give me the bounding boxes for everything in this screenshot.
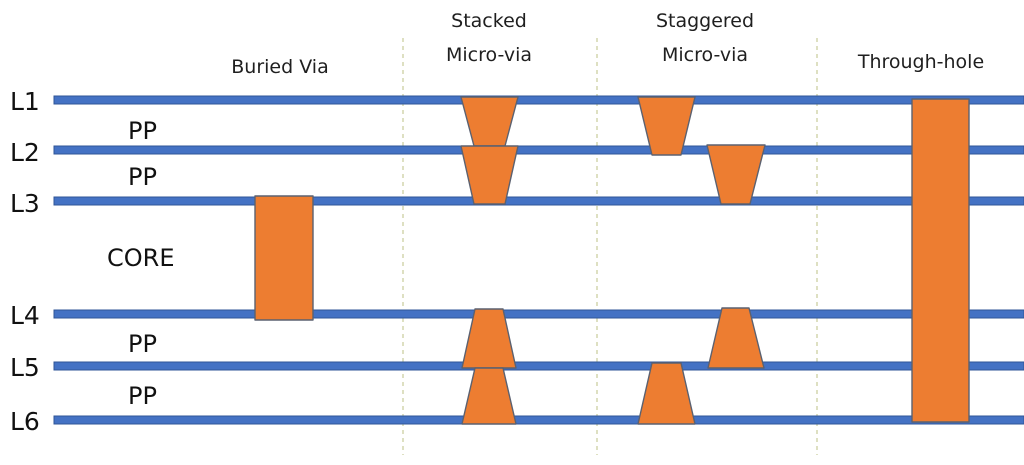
pp-label-l5-l6: PP — [128, 382, 157, 410]
copper-layers — [53, 95, 1024, 425]
stacked-heading-line1: Stacked — [451, 10, 527, 32]
layer-labels: L1 L2 L3 L4 L5 L6 — [10, 87, 40, 436]
stacked-microvia-l1-l2 — [460, 96, 519, 147]
section-dividers — [402, 38, 818, 455]
through-hole-heading: Through-hole — [857, 51, 984, 73]
pp-label-l2-l3: PP — [128, 163, 157, 191]
layer-label-l3: L3 — [10, 189, 40, 218]
stacked-microvia-l2-l3 — [460, 145, 519, 205]
layer-l3-trace — [53, 196, 1024, 206]
through-hole — [911, 98, 970, 423]
staggered-microvia-l2-l3 — [706, 144, 766, 205]
staggered-microvia-l4-l5 — [707, 307, 765, 369]
stacked-micro-via — [460, 96, 519, 425]
core-label: CORE — [107, 244, 175, 272]
layer-label-l1: L1 — [10, 87, 40, 116]
layer-label-l6: L6 — [10, 407, 40, 436]
buried-via — [254, 195, 314, 321]
layer-l4-trace — [53, 309, 1024, 319]
staggered-microvia-l1-l2 — [637, 96, 696, 156]
buried-via-heading: Buried Via — [231, 56, 328, 78]
through-hole-barrel — [911, 98, 970, 423]
layer-label-l4: L4 — [10, 301, 40, 330]
staggered-micro-via — [637, 96, 766, 425]
pp-label-l4-l5: PP — [128, 330, 157, 358]
pp-label-l1-l2: PP — [128, 117, 157, 145]
staggered-heading-line1: Staggered — [656, 10, 754, 32]
staggered-heading-line2: Micro-via — [662, 44, 748, 66]
layer-l6-trace — [53, 415, 1024, 425]
layer-label-l5: L5 — [10, 353, 40, 382]
layer-l1-trace — [53, 95, 1024, 105]
layer-l2-trace — [53, 145, 1024, 155]
stacked-heading-line2: Micro-via — [446, 44, 532, 66]
layer-label-l2: L2 — [10, 138, 40, 167]
section-headings: Buried Via Stacked Micro-via Staggered M… — [231, 10, 984, 78]
dielectric-labels: PP PP CORE PP PP — [107, 117, 175, 410]
layer-l5-trace — [53, 361, 1024, 371]
stacked-microvia-l4-l5 — [461, 308, 517, 369]
stacked-microvia-l5-l6 — [461, 367, 517, 425]
staggered-microvia-l5-l6 — [637, 362, 696, 425]
buried-via-barrel — [254, 195, 314, 321]
